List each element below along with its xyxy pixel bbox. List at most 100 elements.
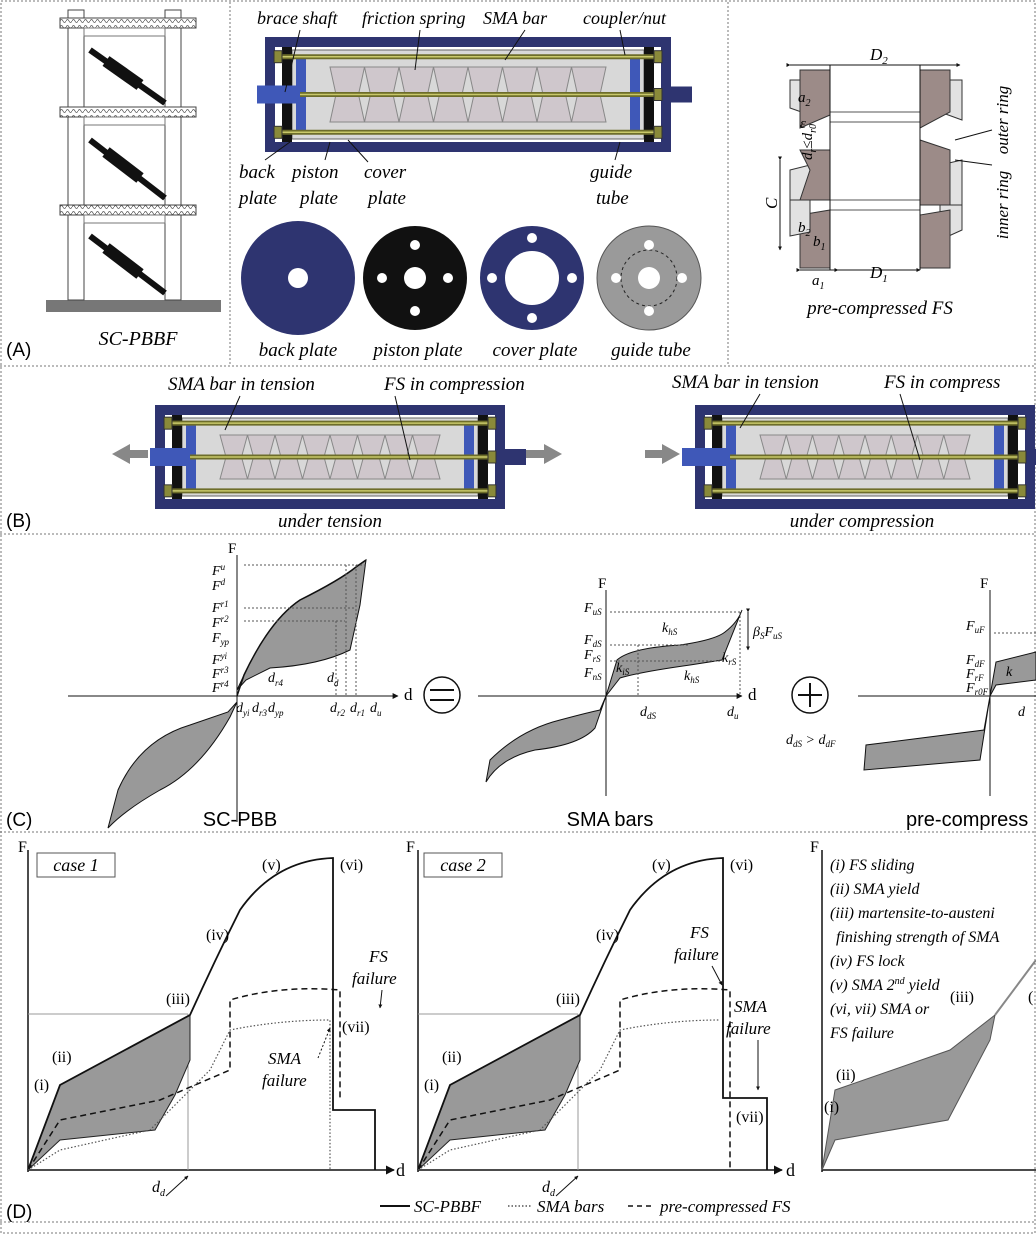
frame-building [46, 9, 221, 312]
pbb-loop-upper [236, 558, 367, 691]
frame-caption: SC-PBBF [99, 328, 179, 350]
brace-shaft [257, 85, 300, 104]
case2-stage-vi: (vi) [730, 857, 753, 874]
sma-label-FrS: FrS [583, 648, 601, 664]
left-column [67, 9, 85, 301]
case2-plot: F d case 2 (i) (ii) (iii) (iv) (v) (vi) … [406, 839, 795, 1199]
coupler-nut [703, 416, 713, 430]
pbb-label-dr4: dr4 [268, 671, 284, 688]
legend-item-2: (ii) SMA yield [830, 881, 920, 898]
b-right-sma-label: SMA bar in tension [672, 372, 819, 393]
cover-plate-drawing [480, 226, 584, 330]
leader-friction-spring [414, 29, 421, 71]
case1-stage-ii: (ii) [52, 1049, 72, 1066]
case1-F-label: F [18, 839, 27, 856]
case1-d-label: d [396, 1160, 405, 1180]
case1-stage-iii: (iii) [166, 991, 190, 1008]
case1-stage-labels: (i) (ii) (iii) (iv) (v) (vi) (vii) [34, 857, 370, 1094]
case1-stage-iv: (iv) [206, 927, 229, 944]
leader-back [264, 141, 291, 161]
case2-title: case 2 [440, 855, 485, 875]
a2-label: a2 [798, 90, 811, 109]
fs-detail: D2 a2 ε b2 b1 a [762, 45, 1012, 292]
panel-A-tag: (A) [6, 340, 31, 361]
sma-label-kiS: kiS [616, 661, 630, 677]
case1-title-box [36, 852, 116, 878]
case2-title-box [423, 852, 503, 878]
fs-label-FrF: FrF [965, 667, 984, 683]
case2-sma-failure-2: failure [726, 1019, 771, 1038]
caption-pbb: SC-PBB [203, 809, 277, 831]
brace-device-tension [150, 405, 526, 509]
ring-band-top [829, 111, 921, 123]
b-left-fs-label: FS in compression [383, 374, 525, 395]
piston-label-1: piston [290, 162, 338, 183]
inner-ring-right-mid [919, 139, 951, 206]
case1-title: case 1 [53, 855, 98, 875]
C-label: C [762, 197, 781, 209]
right-column [164, 9, 182, 301]
legend-sma-label: SMA bars [537, 1197, 605, 1216]
legend-item-3: (iii) martensite-to-austeni [830, 905, 995, 922]
case3-loop [821, 1013, 996, 1171]
sma-F-label: F [598, 576, 606, 592]
b-right-caption: under compression [790, 511, 934, 532]
case1-dd-arrow [165, 1175, 189, 1197]
curve-legend: SC-PBBF SMA bars pre-compressed FS [380, 1197, 791, 1216]
coupler-nut-right [653, 50, 663, 64]
case1-fs-failure-1: FS [368, 947, 388, 966]
case2-stage-i: (i) [424, 1077, 439, 1094]
back-label-1: back [239, 162, 275, 183]
case2-fs-failure-arrow [711, 965, 723, 986]
coupler-nut [703, 484, 713, 498]
arrow-tension-right [526, 444, 562, 464]
ground [46, 300, 221, 312]
floor-slab-2 [59, 106, 197, 118]
legend-item-4: finishing strength of SMA [836, 929, 1000, 946]
panel-D: (D) F d case 1 (i) (ii) (iii) (iv) (v) (… [6, 839, 1036, 1223]
outer-ring-label: outer ring [993, 86, 1012, 154]
fs-F-label: F [980, 576, 988, 592]
pbb-label-dr1: dr1 [350, 701, 365, 718]
sma-bar-label: SMA bar [483, 8, 548, 28]
sma-loop-upper [605, 609, 743, 697]
case3-F-label: F [810, 839, 819, 856]
pbb-d-labels: dyi dr3 dyp dr4 dd dr2 dr1 du [236, 671, 382, 718]
plate-caption-guide: guide tube [611, 340, 691, 361]
leader-coupler [619, 29, 626, 56]
case2-sma-curve [417, 1019, 721, 1171]
pbb-label-Fr1: Fr1 [211, 599, 229, 616]
inner-ring-right-bot [919, 209, 951, 269]
coupler-nut [273, 50, 283, 64]
pbb-loop-lower [107, 701, 238, 829]
coupler-nut-label: coupler/nut [583, 8, 667, 28]
b2-label: b2 [798, 220, 811, 239]
case2-stage-labels: (i) (ii) (iii) (iv) (v) (vi) (vii) [424, 857, 764, 1126]
plate-caption-back: back plate [259, 340, 338, 361]
pbb-label-du: du [370, 701, 382, 718]
plate-caption-cover: cover plate [493, 340, 578, 361]
leader-b-left-fs [394, 395, 411, 461]
brace-3 [88, 233, 167, 296]
friction-spring-label: friction spring [362, 8, 466, 28]
fs-label-FdF: FdF [965, 653, 985, 669]
back-plate-drawing [241, 221, 355, 335]
b-left-sma-label: SMA bar in tension [168, 374, 315, 395]
case1-stage-i: (i) [34, 1077, 49, 1094]
case1-sc-pbbf-curve [27, 857, 376, 1171]
pbb-label-dyp: dyp [268, 701, 284, 718]
coupler-nut-right [487, 484, 497, 498]
leader-inner-ring [954, 159, 993, 166]
sma-label-khS: khS [662, 621, 678, 637]
panel-B-tag: (B) [6, 511, 31, 532]
case1-loop [27, 1014, 191, 1171]
case1-sma-failure-2: failure [262, 1071, 307, 1090]
case1-stage-vii: (vii) [342, 1019, 370, 1036]
case2-loop [417, 1014, 581, 1171]
pbb-label-dr3: dr3 [252, 701, 268, 718]
case1-stage-vi: (vi) [340, 857, 363, 874]
b1-label: b1 [813, 234, 826, 253]
leader-cover [347, 139, 369, 163]
back-label-2: plate [237, 188, 277, 209]
